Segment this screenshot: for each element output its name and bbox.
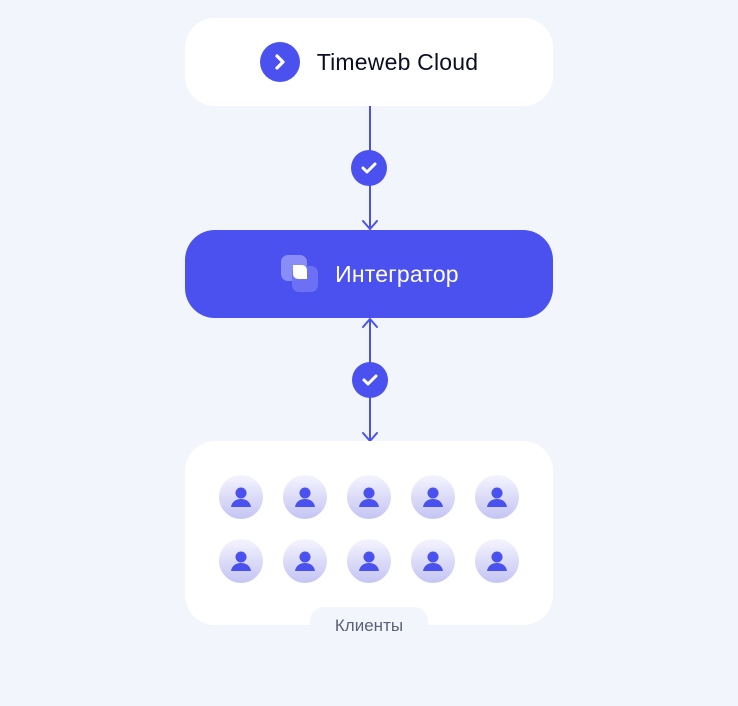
- user-icon: [411, 475, 455, 519]
- clients-grid: [219, 475, 519, 583]
- user-icon: [283, 475, 327, 519]
- provider-name: Timeweb Cloud: [316, 48, 479, 75]
- user-icon: [411, 539, 455, 583]
- user-icon: [219, 539, 263, 583]
- clients-label: Клиенты: [310, 607, 428, 645]
- check-icon: [352, 362, 388, 398]
- user-icon: [347, 539, 391, 583]
- check-icon: [351, 150, 387, 186]
- user-icon: [219, 475, 263, 519]
- integrator-name: Интегратор: [335, 260, 459, 287]
- chevron-right-icon: [259, 42, 300, 82]
- clients-card: [185, 441, 553, 625]
- user-icon: [283, 539, 327, 583]
- integrator-logo-icon: [279, 253, 321, 295]
- user-icon: [475, 539, 519, 583]
- provider-card: Timeweb Cloud: [185, 18, 553, 106]
- integrator-card: Интегратор: [185, 230, 553, 318]
- user-icon: [475, 475, 519, 519]
- user-icon: [347, 475, 391, 519]
